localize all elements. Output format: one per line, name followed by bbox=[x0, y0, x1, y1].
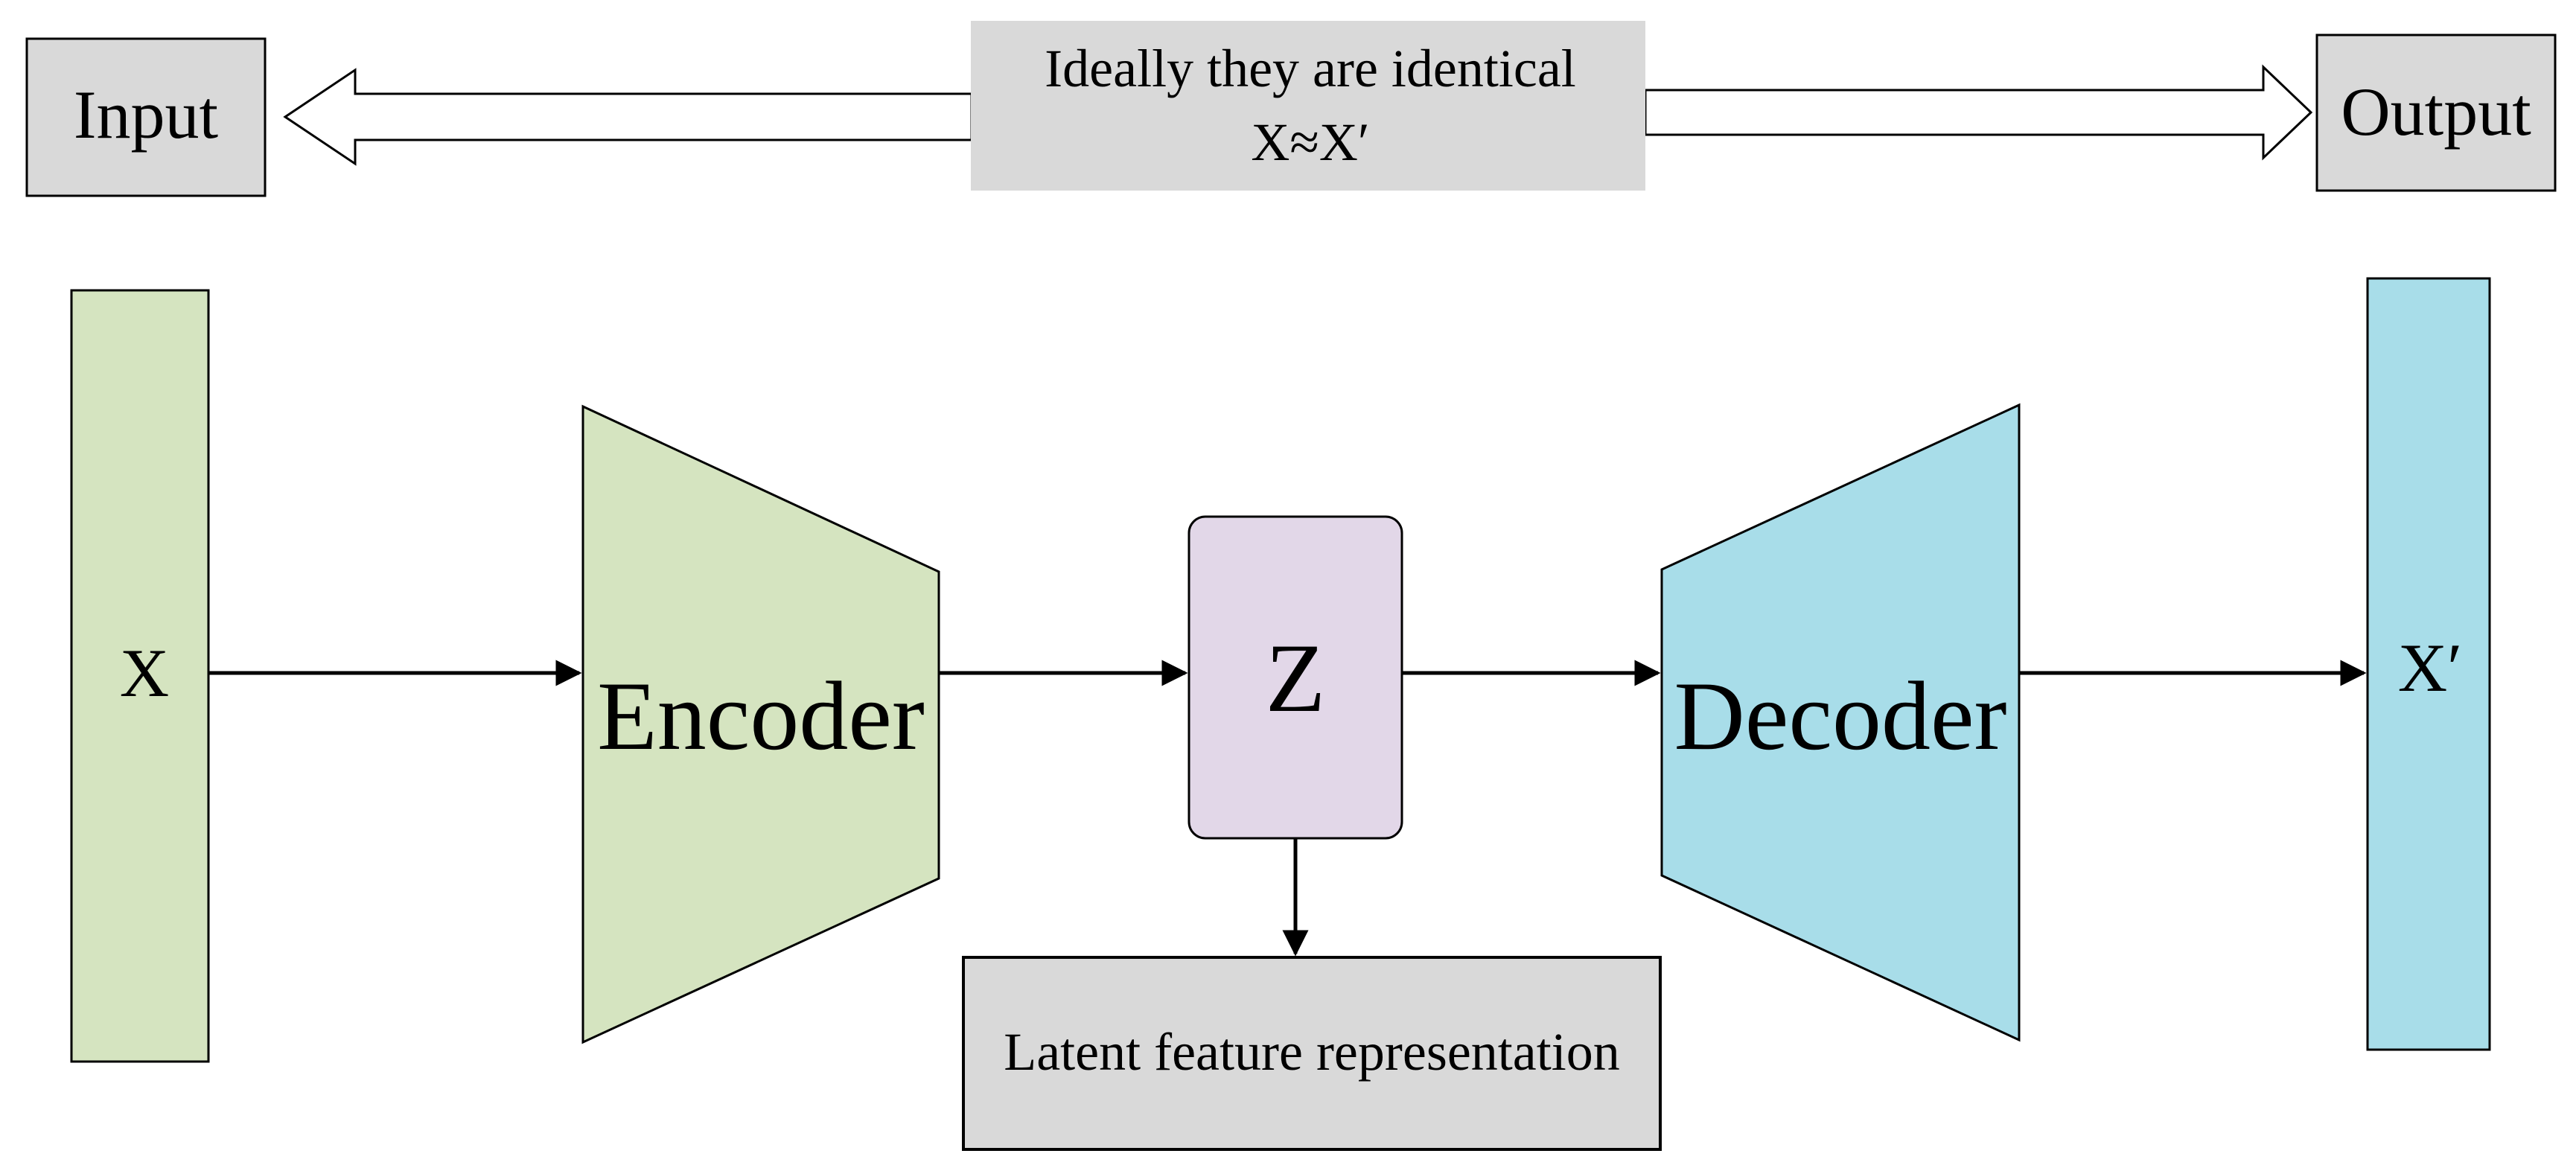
input-vector: X bbox=[70, 289, 210, 1063]
decoder-label: Decoder bbox=[1674, 661, 2006, 770]
input-vector-label: X bbox=[120, 635, 169, 711]
identity-note-line2: X≈X′ bbox=[1251, 112, 1369, 172]
latent-z-label: Z bbox=[1266, 623, 1326, 733]
input-label: Input bbox=[74, 77, 219, 153]
encoder-label: Encoder bbox=[597, 661, 925, 770]
latent-caption-label: Latent feature representation bbox=[1004, 1022, 1620, 1082]
identity-note-box: Ideally they are identical X≈X′ bbox=[971, 21, 1645, 191]
identity-note-line1: Ideally they are identical bbox=[1045, 39, 1576, 98]
latent-caption-box: Latent feature representation bbox=[962, 956, 1662, 1151]
input-box: Input bbox=[25, 37, 267, 197]
right-double-arrow bbox=[1644, 64, 2313, 161]
output-box: Output bbox=[2315, 33, 2557, 192]
latent-z-box: Z bbox=[1187, 515, 1403, 840]
left-double-arrow bbox=[283, 68, 973, 166]
output-vector-label: X′ bbox=[2398, 630, 2463, 706]
encoder-block: Encoder bbox=[581, 404, 940, 1044]
decoder-block: Decoder bbox=[1660, 403, 2021, 1042]
output-label: Output bbox=[2341, 74, 2531, 150]
output-vector: X′ bbox=[2366, 277, 2491, 1051]
